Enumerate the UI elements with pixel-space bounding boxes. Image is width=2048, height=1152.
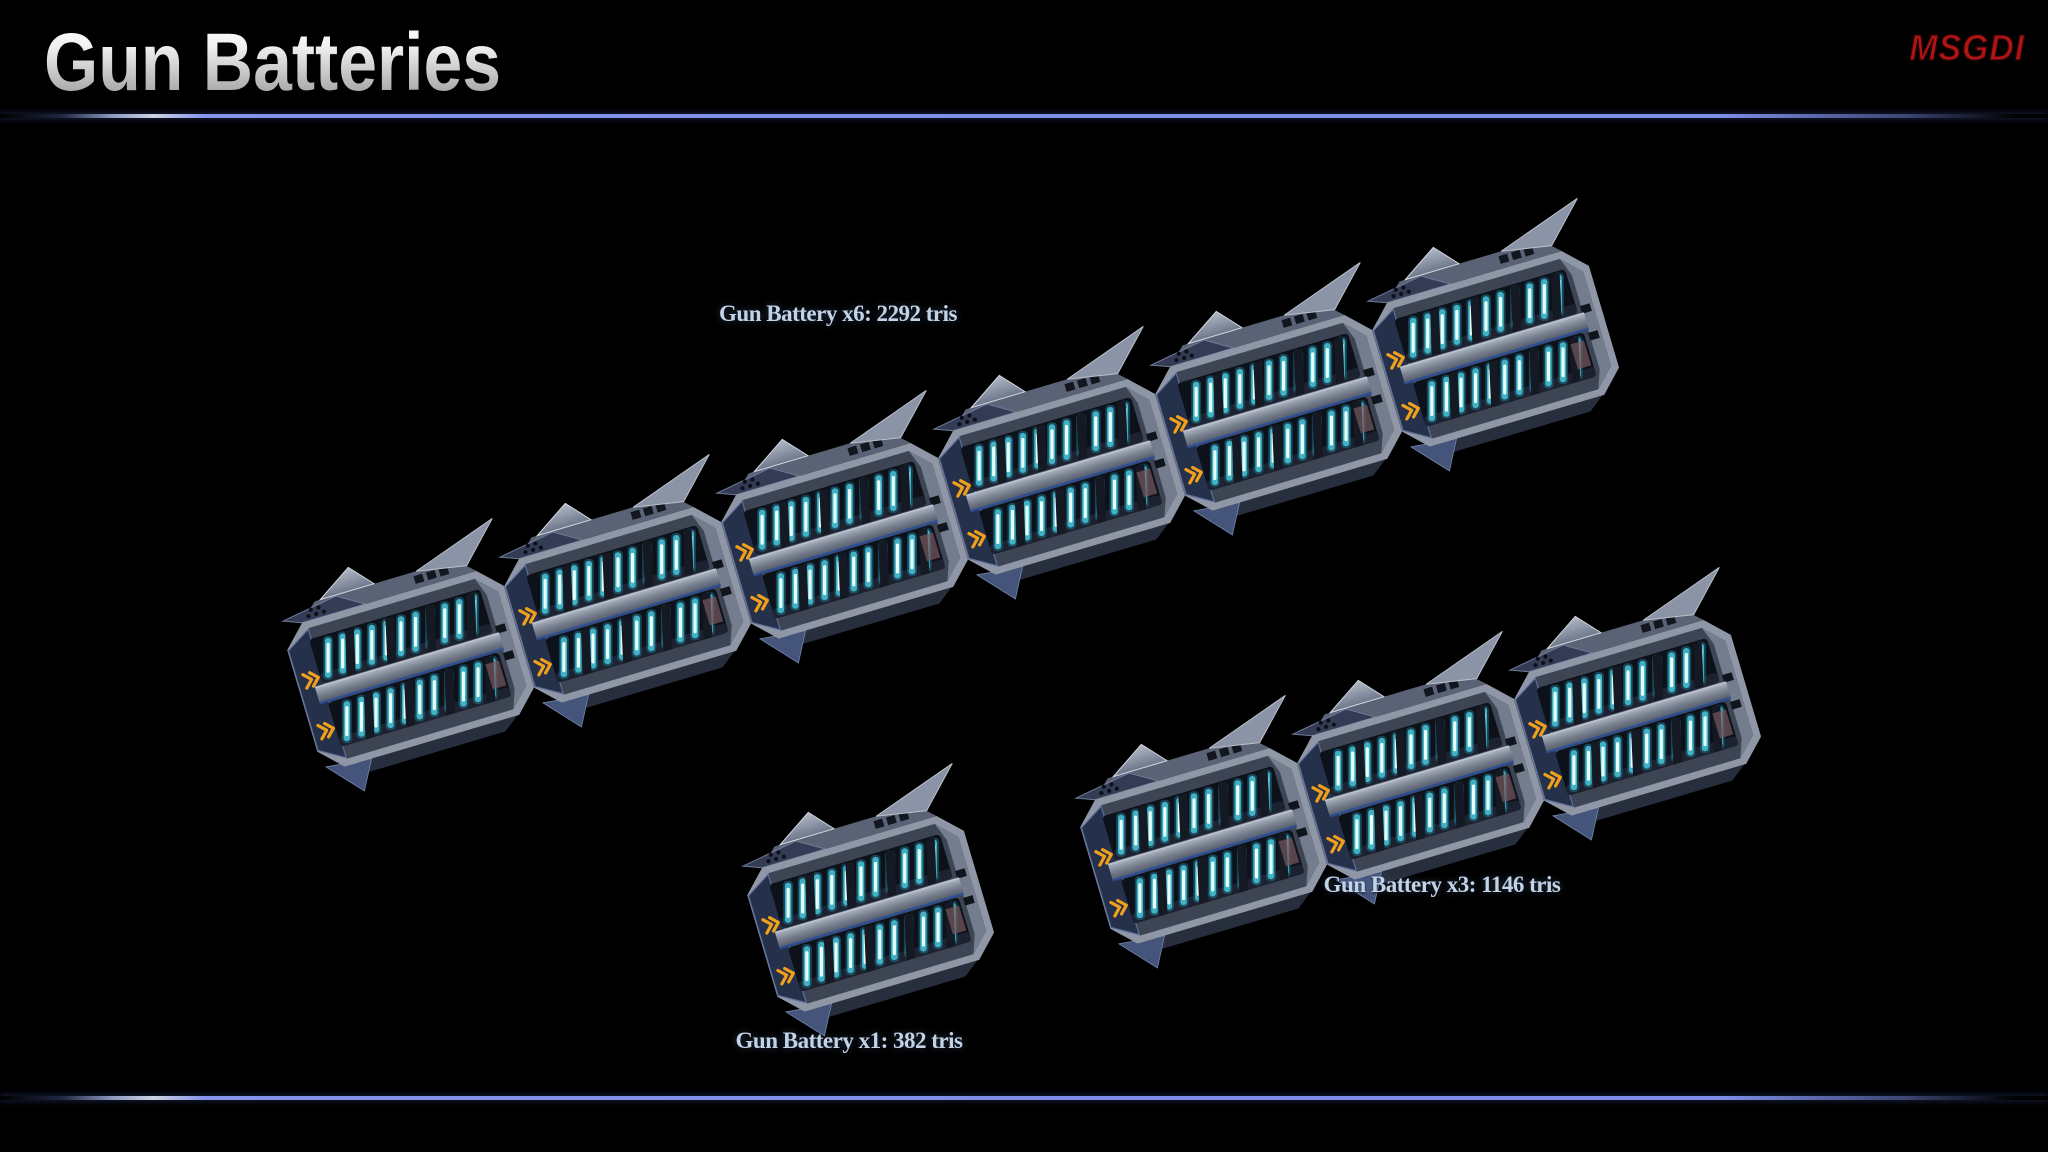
gun-battery-x3-model: [1061, 567, 1783, 977]
footer-divider-line: [0, 1096, 2048, 1100]
gun-battery-x1-model: [728, 763, 1016, 1045]
page-title: Gun Batteries: [44, 16, 501, 110]
gun-battery-module: [268, 518, 556, 800]
gun-battery-module: [728, 763, 1016, 1045]
gun-battery-module: [1061, 695, 1349, 977]
header-divider-line: [0, 114, 2048, 118]
gun-battery-x3-label: Gun Battery x3: 1146 tris: [1323, 872, 1561, 897]
gun-battery-x6-label: Gun Battery x6: 2292 tris: [719, 301, 957, 326]
gun-battery-x1-label: Gun Battery x1: 382 tris: [735, 1028, 963, 1053]
msgdi-logo: MSGDI: [1909, 26, 2025, 68]
